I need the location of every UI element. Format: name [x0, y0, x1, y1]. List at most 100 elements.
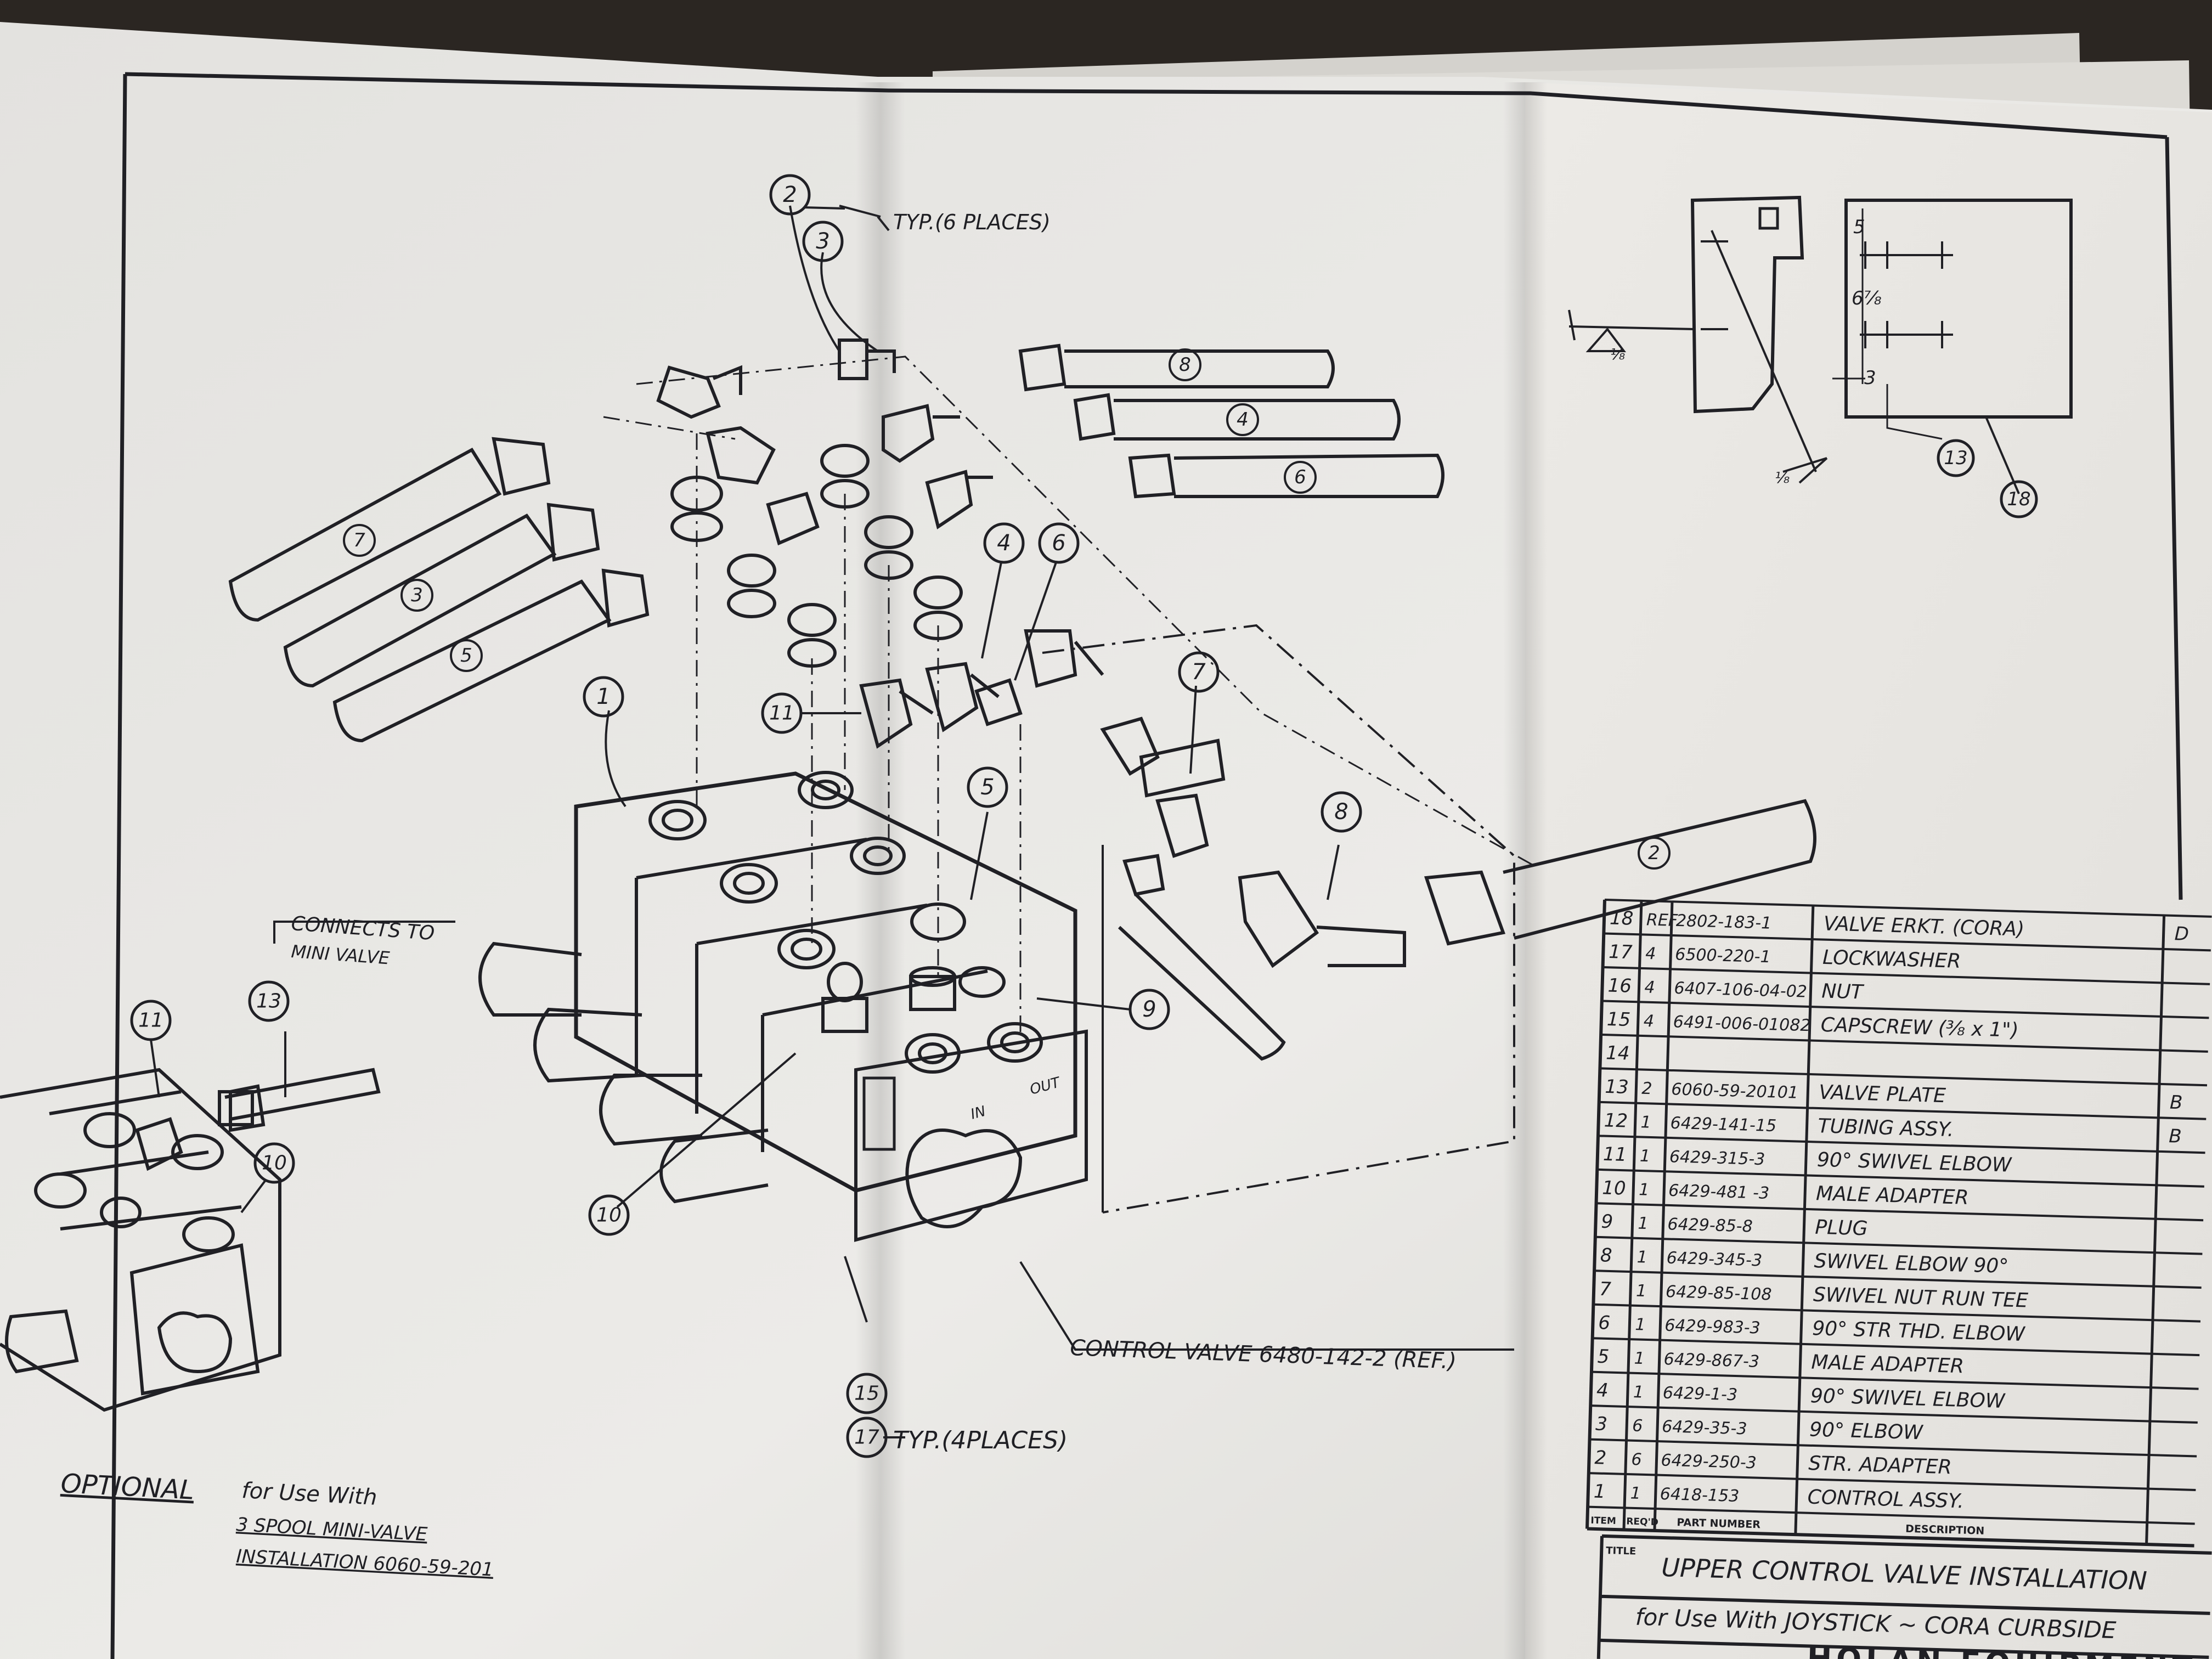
cell-item: 14	[1606, 1042, 1630, 1064]
cell-description: 90° ELBOW	[1809, 1419, 1924, 1444]
cell-part-number: 2802-183-1	[1675, 911, 1771, 933]
table-row-line	[1590, 1404, 2198, 1424]
cell-description: VALVE ERKT. (CORA)	[1823, 912, 2024, 940]
cell-item: 18	[1610, 907, 1634, 930]
cell-item: 7	[1599, 1278, 1612, 1301]
cell-description: VALVE PLATE	[1819, 1081, 1946, 1107]
cell-qty: 1	[1633, 1383, 1644, 1402]
table-row-line	[1601, 1000, 2209, 1019]
cell-qty: 1	[1640, 1113, 1651, 1132]
table-row-line	[1597, 1168, 2204, 1188]
cell-item: 16	[1607, 975, 1632, 997]
cell-part-number: 6429-481 -3	[1668, 1181, 1770, 1203]
cell-description: PLUG	[1815, 1216, 1868, 1240]
cell-item: 2	[1594, 1447, 1607, 1469]
table-row-line	[1596, 1202, 2204, 1222]
dim-6-7-8: 6⅞	[1852, 287, 1882, 309]
cell-rev: D	[2174, 923, 2189, 945]
border-top	[125, 72, 2168, 139]
callout-18: 18	[2007, 488, 2030, 510]
border-left	[110, 74, 127, 1659]
cell-part-number: 6429-1-3	[1662, 1384, 1737, 1405]
table-row-line	[1595, 1235, 2203, 1255]
border-right	[2165, 137, 2183, 900]
cell-part-number: 6429-867-3	[1663, 1350, 1759, 1372]
note-typ-6-places: TYP.(6 PLACES)	[893, 210, 1051, 234]
cell-description: TUBING ASSY.	[1818, 1115, 1954, 1141]
cell-item: 12	[1604, 1109, 1628, 1132]
hose-label-4: 4	[1237, 409, 1249, 431]
callout-2: 2	[783, 182, 797, 207]
header-part-number: PART NUMBER	[1677, 1516, 1760, 1531]
cell-description: SWIVEL ELBOW 90°	[1814, 1250, 2009, 1278]
cell-qty: 4	[1644, 978, 1655, 997]
cell-description: LOCKWASHER	[1822, 946, 1961, 973]
callout-13-optional: 13	[256, 990, 281, 1013]
table-bottom-line	[1587, 1527, 2194, 1548]
header-reqd: REQ'D	[1626, 1516, 1658, 1528]
hose-label-7: 7	[353, 529, 365, 551]
table-row-line	[1591, 1370, 2199, 1390]
cell-qty: REF.	[1646, 910, 1681, 930]
hose-label-circles	[343, 348, 1671, 870]
table-row-line	[1594, 1269, 2202, 1289]
weld-1-8-b: ⅛	[1775, 469, 1790, 487]
cell-item: 8	[1600, 1244, 1612, 1267]
cell-qty: 1	[1637, 1248, 1647, 1267]
cell-part-number: 6429-85-8	[1667, 1215, 1753, 1236]
bracket-detail	[1568, 195, 2073, 494]
cell-part-number: 6429-983-3	[1664, 1316, 1760, 1338]
callout-11: 11	[769, 702, 794, 725]
callout-5: 5	[980, 775, 994, 800]
cell-description: CONTROL ASSY.	[1807, 1486, 1964, 1513]
cell-item: 15	[1606, 1008, 1630, 1031]
cell-qty: 2	[1641, 1079, 1652, 1099]
cell-part-number: 6407-106-04-02	[1674, 979, 1807, 1002]
cell-item: 17	[1609, 941, 1633, 963]
table-row-line	[1604, 899, 2212, 918]
hose-label-6: 6	[1294, 466, 1306, 488]
cell-description: STR. ADAPTER	[1808, 1452, 1952, 1479]
header-description: DESCRIPTION	[1905, 1523, 1985, 1537]
table-row-line	[1600, 1067, 2208, 1087]
cell-part-number: 6491-006-01082	[1673, 1012, 1811, 1035]
cell-qty: 4	[1645, 944, 1656, 964]
table-col-line	[1653, 901, 1674, 1531]
cell-part-number: 6429-85-108	[1666, 1282, 1772, 1304]
table-col-line	[1794, 905, 1815, 1535]
cell-item: 3	[1595, 1413, 1608, 1436]
cell-qty: 1	[1634, 1349, 1645, 1369]
table-row-line	[1601, 1033, 2208, 1053]
cell-item: 9	[1601, 1211, 1613, 1233]
table-row-line	[1598, 1135, 2205, 1154]
dim-3: 3	[1864, 367, 1876, 389]
cell-part-number: 6429-250-3	[1661, 1451, 1757, 1473]
valve-assembly-drawing	[0, 338, 1816, 1412]
callout-13: 13	[1944, 447, 1967, 469]
cell-item: 6	[1598, 1312, 1611, 1334]
note-optional: OPTIONAL	[60, 1468, 195, 1506]
table-row-line	[1592, 1337, 2200, 1357]
paper-right-panel	[1525, 82, 2212, 1659]
table-col-line	[1585, 899, 1606, 1529]
cell-part-number: 6429-35-3	[1662, 1417, 1747, 1438]
callout-3: 3	[816, 229, 830, 254]
hose-label-2: 2	[1648, 842, 1660, 864]
cell-qty: 6	[1632, 1417, 1643, 1436]
table-row-line	[1589, 1438, 2197, 1458]
title-label: TITLE	[1606, 1545, 1637, 1558]
hose-label-3: 3	[411, 584, 423, 606]
cell-item: 5	[1597, 1346, 1610, 1368]
cell-part-number: 6060-59-20101	[1671, 1080, 1798, 1102]
callout-10-optional: 10	[262, 1152, 287, 1175]
cell-description: 90° SWIVEL ELBOW	[1816, 1149, 2012, 1177]
cell-item: 13	[1605, 1076, 1629, 1098]
table-row-line	[1602, 966, 2210, 985]
cell-qty: 1	[1630, 1484, 1641, 1504]
callout-9: 9	[1142, 997, 1156, 1022]
cell-description: 90° SWIVEL ELBOW	[1810, 1385, 2006, 1413]
callout-7: 7	[1192, 659, 1206, 685]
